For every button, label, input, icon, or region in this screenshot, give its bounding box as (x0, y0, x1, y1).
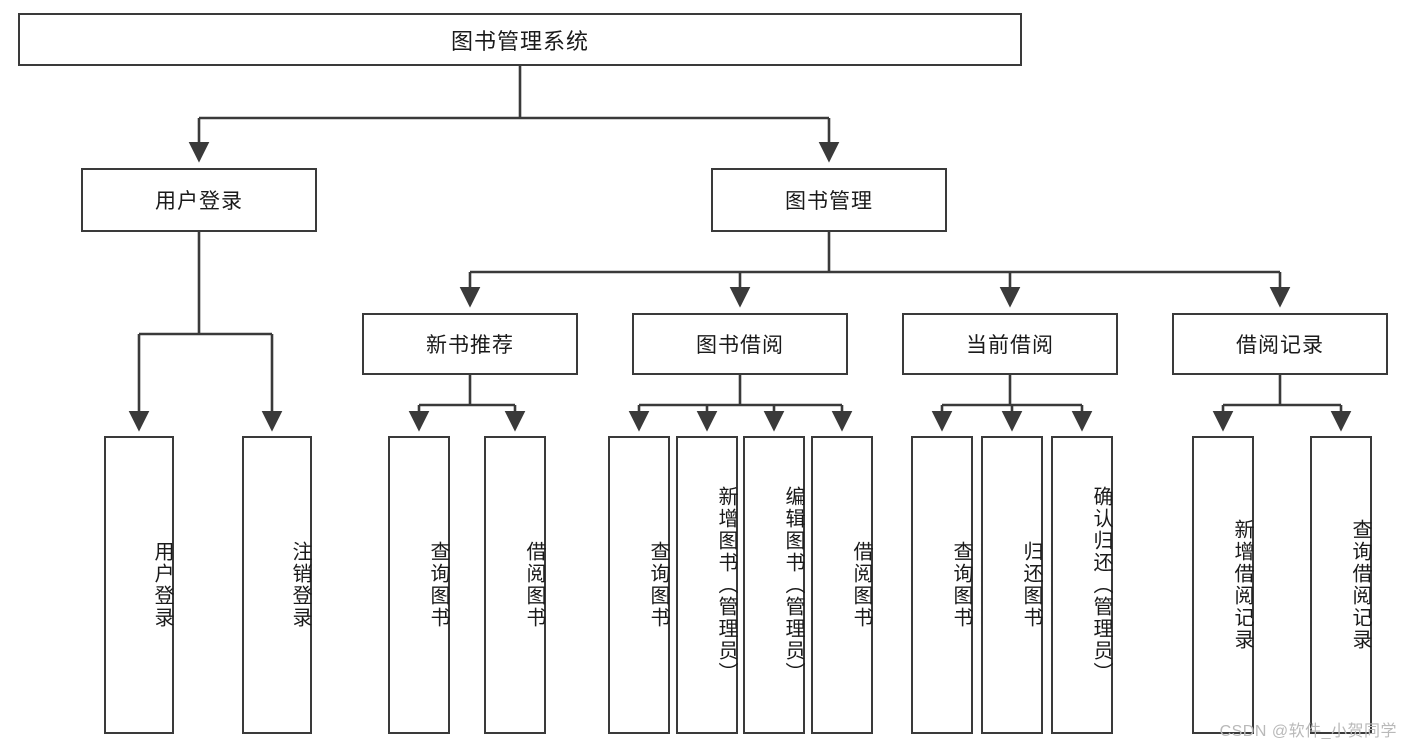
node-leaf-logout-login[interactable]: 注销登录 (242, 436, 312, 734)
node-label: 借阅图书 (850, 541, 872, 629)
node-label: 用户登录 (155, 190, 243, 213)
node-label: 新书推荐 (426, 334, 514, 357)
node-label: 当前借阅 (966, 334, 1054, 357)
node-label: 归还图书 (1020, 541, 1042, 629)
watermark-text: CSDN @软件_小贺同学 (1219, 723, 1397, 740)
node-leaf-user-login[interactable]: 用户登录 (104, 436, 174, 734)
node-book-borrow[interactable]: 图书借阅 (632, 313, 848, 375)
node-label: 查询借阅记录 (1349, 519, 1371, 651)
node-leaf-edit-book-admin[interactable]: 编辑图书（管理员） (743, 436, 805, 734)
node-leaf-query-books-current[interactable]: 查询图书 (911, 436, 973, 734)
node-borrow-record[interactable]: 借阅记录 (1172, 313, 1388, 375)
node-label: 借阅图书 (523, 541, 545, 629)
node-leaf-borrow-books-recommend[interactable]: 借阅图书 (484, 436, 546, 734)
node-label: 编辑图书（管理员） (782, 486, 804, 684)
node-label: 图书借阅 (696, 334, 784, 357)
node-label: 新增借阅记录 (1231, 519, 1253, 651)
node-label: 图书管理 (785, 190, 873, 213)
node-book-management[interactable]: 图书管理 (711, 168, 947, 232)
node-root-system[interactable]: 图书管理系统 (18, 13, 1022, 66)
node-leaf-query-books-recommend[interactable]: 查询图书 (388, 436, 450, 734)
node-label: 查询图书 (647, 541, 669, 629)
node-label: 用户登录 (151, 541, 173, 629)
node-leaf-add-borrow-record[interactable]: 新增借阅记录 (1192, 436, 1254, 734)
node-user-login[interactable]: 用户登录 (81, 168, 317, 232)
node-leaf-borrow-books-borrow[interactable]: 借阅图书 (811, 436, 873, 734)
node-new-book-recommend[interactable]: 新书推荐 (362, 313, 578, 375)
node-leaf-return-books[interactable]: 归还图书 (981, 436, 1043, 734)
node-label: 图书管理系统 (450, 28, 589, 54)
node-label: 查询图书 (427, 541, 449, 629)
node-label: 新增图书（管理员） (715, 486, 737, 684)
node-leaf-query-books-borrow[interactable]: 查询图书 (608, 436, 670, 734)
node-leaf-add-book-admin[interactable]: 新增图书（管理员） (676, 436, 738, 734)
node-label: 确认归还（管理员） (1090, 486, 1112, 684)
node-leaf-query-borrow-record[interactable]: 查询借阅记录 (1310, 436, 1372, 734)
node-current-borrow[interactable]: 当前借阅 (902, 313, 1118, 375)
node-leaf-confirm-return-admin[interactable]: 确认归还（管理员） (1051, 436, 1113, 734)
node-label: 借阅记录 (1236, 334, 1324, 357)
node-label: 注销登录 (289, 541, 311, 629)
node-label: 查询图书 (950, 541, 972, 629)
